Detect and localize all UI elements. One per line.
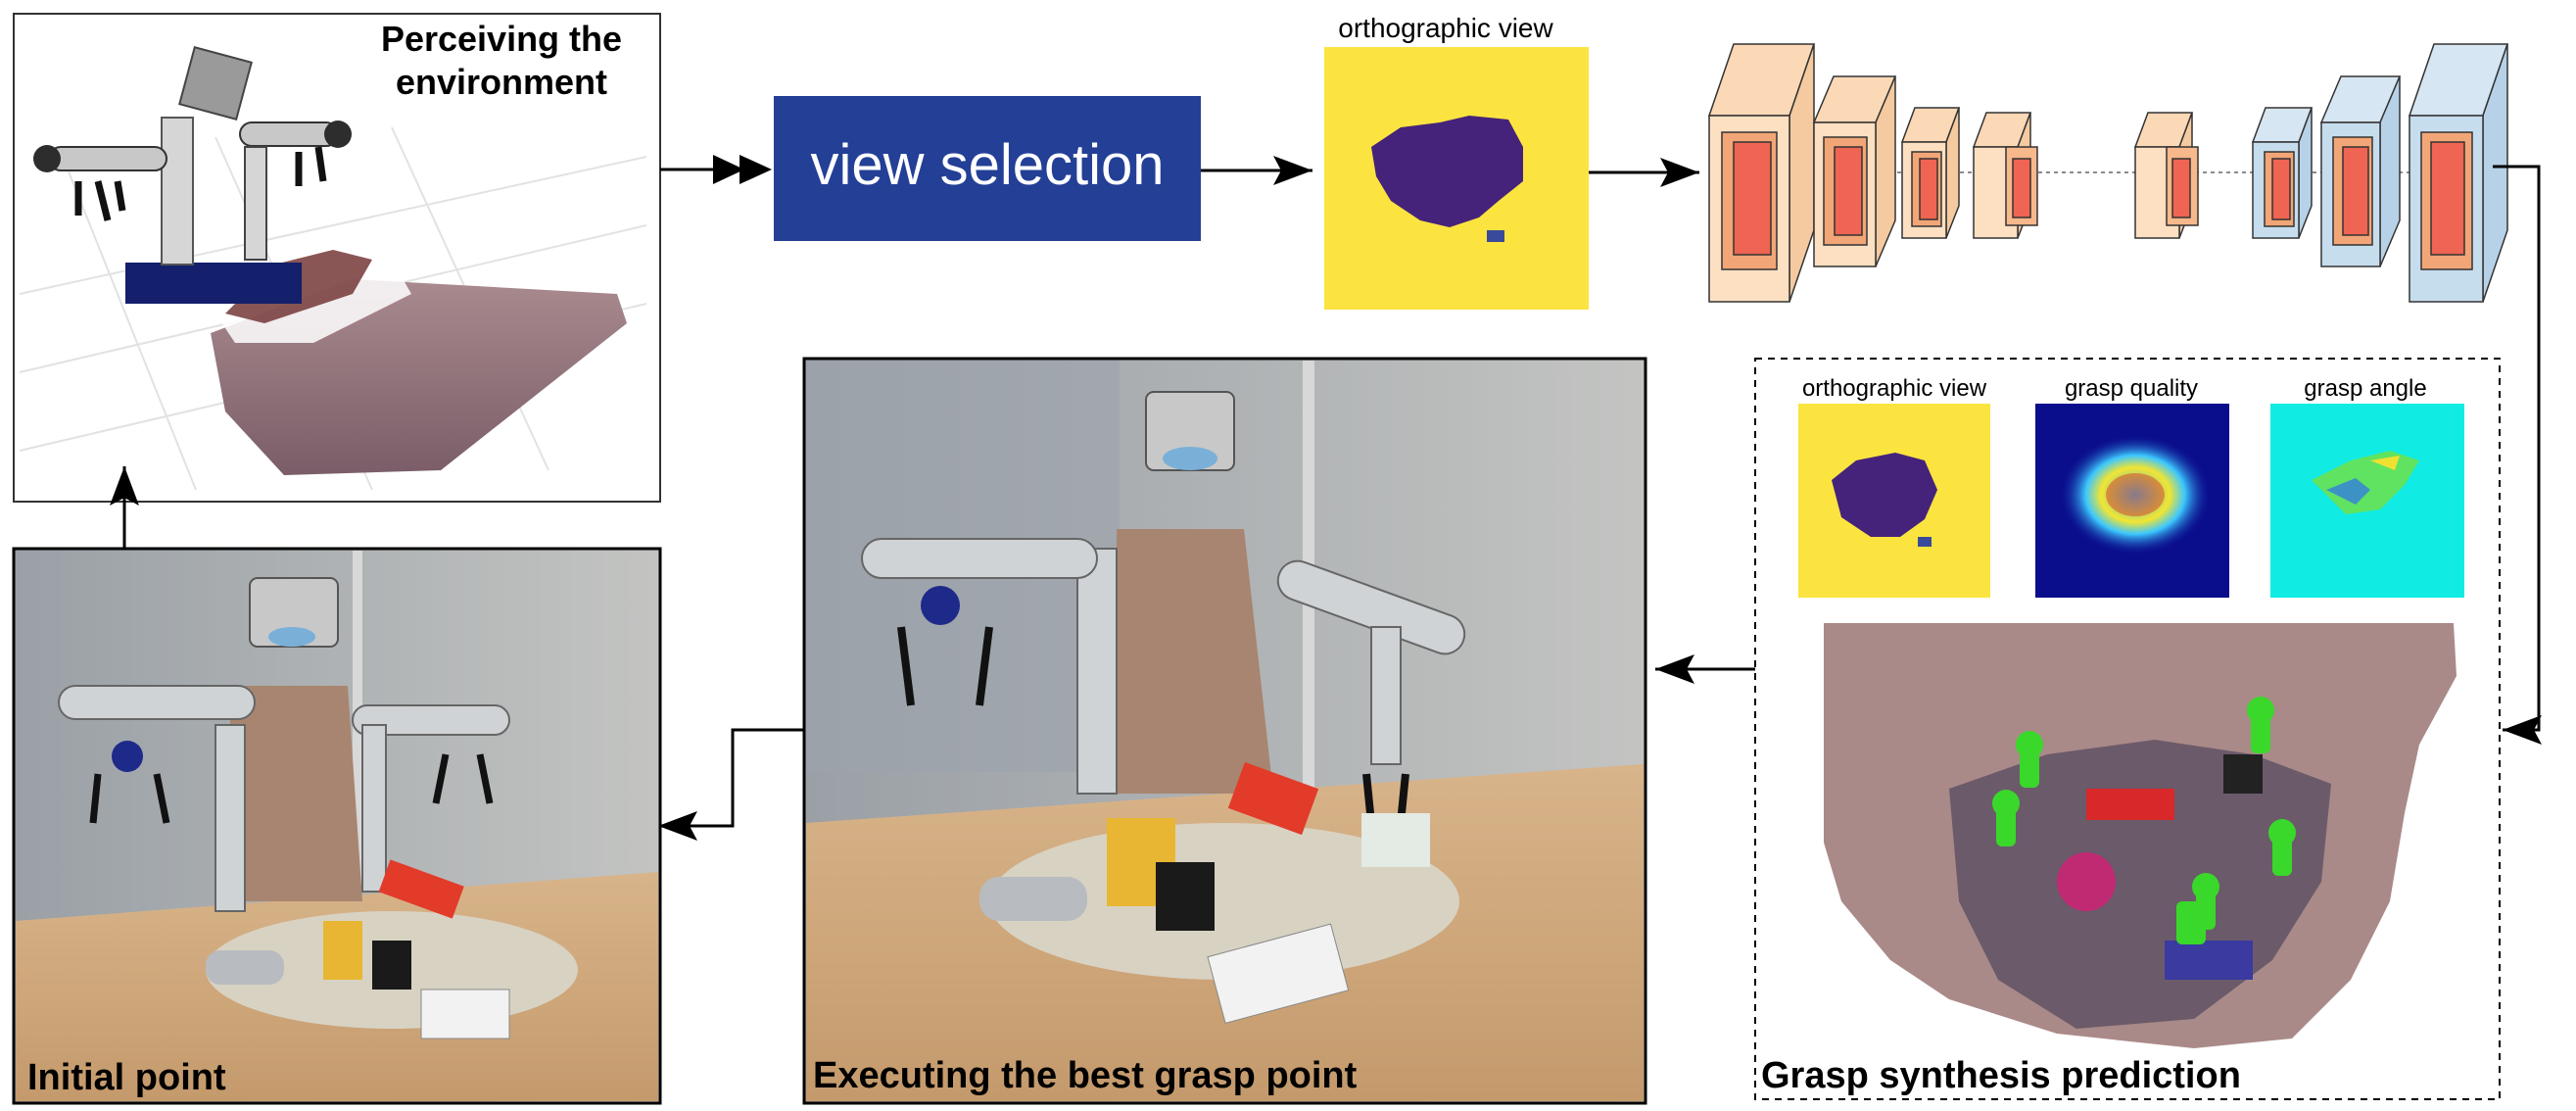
map-orthographic-label: orthographic view <box>1802 375 1987 402</box>
map-grasp-quality: grasp quality <box>2035 375 2229 598</box>
encoder-block-3 <box>1900 107 1961 239</box>
encoder-block-1 <box>1707 43 1816 303</box>
decoder-block-2 <box>2251 107 2314 239</box>
grasp-synthesis-title: Grasp synthesis prediction <box>1761 1055 2241 1096</box>
encoder-block-4 <box>1972 112 2038 239</box>
initial-panel: Initial point <box>12 547 662 1105</box>
initial-title: Initial point <box>27 1057 226 1098</box>
object-small <box>1487 230 1504 242</box>
robot-model <box>33 46 352 266</box>
decoder-block-1 <box>2133 112 2199 239</box>
grasp-synthesis-panel: orthographic view grasp quality grasp an… <box>1754 358 2501 1100</box>
grasp-pointcloud-image <box>1824 623 2457 1048</box>
encoder-block-2 <box>1812 75 1897 267</box>
view-selection-label: view selection <box>810 133 1164 197</box>
objects-execute <box>979 761 1459 1024</box>
perceive-title-line1: Perceiving the <box>381 19 622 59</box>
map-quality-label: grasp quality <box>2065 375 2198 402</box>
object-pile-shape <box>1371 116 1523 227</box>
view-selection-box <box>774 96 1201 241</box>
arrow-perceive-to-view <box>660 155 772 184</box>
robot-photo-initial <box>58 577 510 912</box>
arrow-execute-to-initial <box>658 728 804 841</box>
map-angle-label: grasp angle <box>2304 375 2426 402</box>
perceive-panel: Perceiving the environment <box>13 13 661 503</box>
perceive-title-line2: environment <box>396 62 607 102</box>
view-selection-block: view selection <box>774 96 1201 241</box>
map-grasp-angle: grasp angle <box>2270 375 2464 598</box>
execute-panel: Executing the best grasp point <box>802 357 1647 1105</box>
map-orthographic: orthographic view <box>1798 375 1990 598</box>
decoder-block-4 <box>2408 43 2509 303</box>
robot-base <box>125 263 302 304</box>
objects-initial <box>206 859 578 1039</box>
ortho-top-block: orthographic view <box>1324 13 1589 310</box>
network-diagram <box>1707 43 2509 303</box>
ortho-top-label: orthographic view <box>1338 13 1553 43</box>
execute-title: Executing the best grasp point <box>813 1055 1358 1096</box>
decoder-block-3 <box>2319 75 2402 267</box>
arrow-network-to-grasp <box>2493 165 2542 745</box>
robot-photo-execute <box>861 391 1466 824</box>
